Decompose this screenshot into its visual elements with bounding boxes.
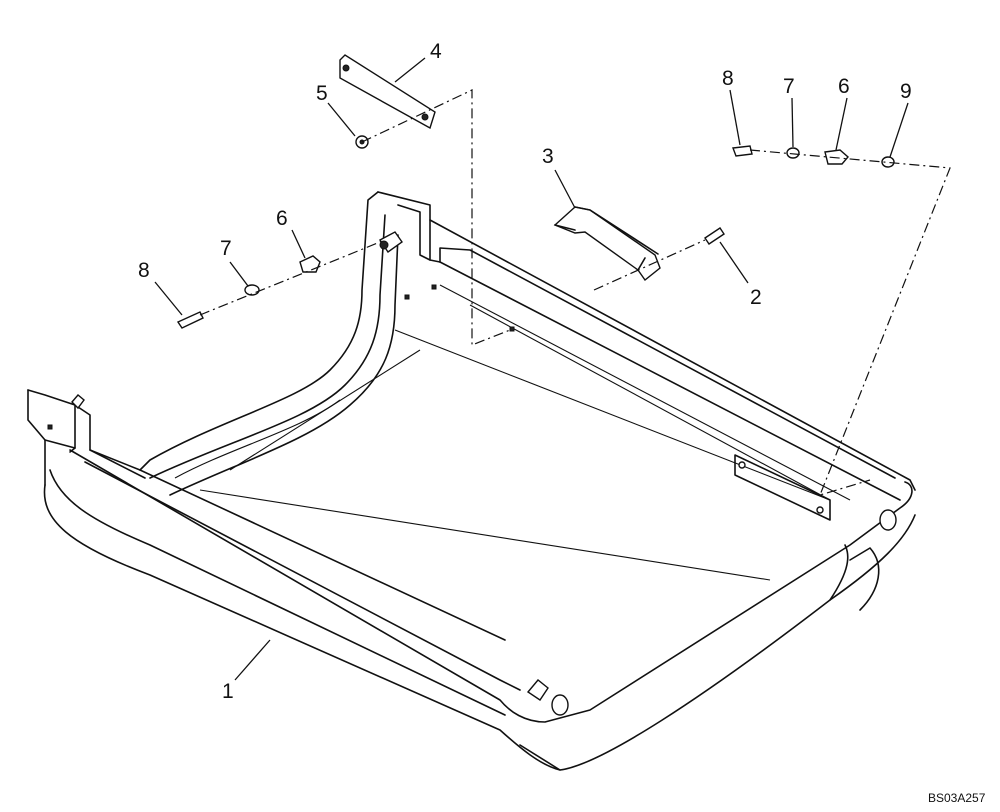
plate-part-4 (339, 54, 436, 130)
spacer-part-6-right (824, 149, 849, 165)
callout-3: 3 (542, 145, 554, 168)
bolt-part-8-right (732, 145, 753, 157)
handle-part-3 (553, 206, 661, 282)
callout-5: 5 (316, 82, 328, 105)
tray-part-1 (27, 191, 916, 771)
left-hardware (176, 255, 321, 329)
assembly-centerlines (199, 89, 951, 496)
washer-part-9 (881, 156, 895, 168)
callout-6-right: 6 (838, 75, 850, 98)
callout-7-left: 7 (220, 237, 232, 260)
callout-8-left: 8 (138, 259, 150, 282)
bolt-part-2 (704, 227, 725, 245)
leader-lines (154, 57, 909, 681)
callout-6-left: 6 (276, 207, 288, 230)
drawing-code: BS03A257 (928, 791, 986, 805)
callout-4: 4 (430, 40, 442, 63)
spacer-part-6-left (299, 255, 321, 273)
callout-9: 9 (900, 80, 912, 103)
callout-7-right: 7 (783, 75, 795, 98)
callout-1: 1 (222, 680, 234, 703)
bolt-part-8-left (176, 311, 204, 329)
right-hardware (732, 145, 895, 168)
washer-part-7-left (244, 284, 260, 296)
callout-2: 2 (750, 286, 762, 309)
callout-labels: 1 2 3 4 5 6 7 8 7 6 8 9 (138, 40, 912, 703)
washer-part-7-right (786, 147, 800, 159)
callout-8-right: 8 (722, 67, 734, 90)
